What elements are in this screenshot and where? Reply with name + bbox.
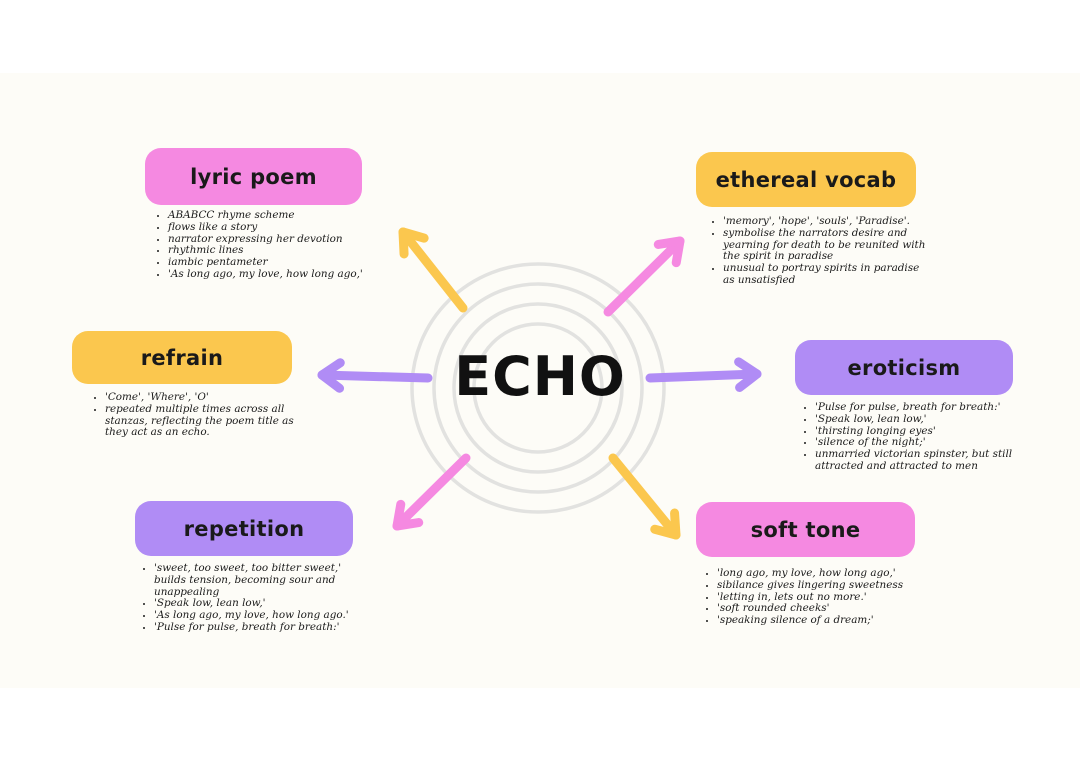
node-notes-refrain: 'Come', 'Where', 'O'repeated multiple ti… [89,391,310,439]
node-notes-repetition: 'sweet, too sweet, too bitter sweet,' bu… [138,562,369,634]
note-item: narrator expressing her devotion [168,233,398,246]
connector-arrow [603,236,685,317]
node-title: lyric poem [190,164,317,189]
node-repetition: repetition [135,501,353,556]
note-item: 'Pulse for pulse, breath for breath:' [815,401,1031,414]
node-title: eroticism [847,355,961,380]
node-title: repetition [183,516,305,541]
note-item: unmarried victorian spinster, but still … [815,448,1031,473]
note-item: iambic pentameter [168,256,398,269]
node-notes-ethereal-vocab: 'memory', 'hope', 'souls', 'Paradise'.sy… [707,215,928,287]
echo-ring [472,322,604,454]
note-item: 'soft rounded cheeks' [717,603,932,615]
note-item: rhythmic lines [168,245,398,257]
node-title: ethereal vocab [715,167,897,192]
connector-arrow [392,453,471,531]
node-refrain: refrain [72,331,292,384]
note-item: 'thirsting longing eyes' [815,425,1031,438]
note-item: 'speaking silence of a dream;' [717,614,932,627]
node-eroticism: eroticism [795,340,1013,395]
echo-ring [432,282,644,494]
echo-ring [410,262,666,514]
connector-arrow [608,453,681,540]
node-ethereal-vocab: ethereal vocab [696,152,916,207]
connector-arrow [645,357,762,392]
node-title: soft tone [750,517,861,542]
note-item: 'long ago, my love, how long ago,' [717,567,932,580]
connector-arrow [398,227,468,313]
note-item: 'As long ago, my love, how long ago.' [154,609,369,622]
node-notes-lyric-poem: ABABCC rhyme schemeflows like a storynar… [152,209,398,281]
note-item: repeated multiple times across all stanz… [105,403,310,439]
note-item: 'Speak low, lean low,' [154,598,369,610]
echo-ring [452,302,624,474]
echo-rings [410,262,666,514]
note-item: ABABCC rhyme scheme [168,209,398,222]
connector-arrows [317,227,762,540]
note-item: 'Come', 'Where', 'O' [105,391,310,404]
node-soft-tone: soft tone [696,502,915,557]
note-item: 'silence of the night;' [815,437,1031,449]
node-lyric-poem: lyric poem [145,148,362,205]
note-item: sibilance gives lingering sweetness [717,579,932,592]
note-item: flows like a story [168,221,398,234]
central-title: ECHO [454,344,626,408]
node-notes-soft-tone: 'long ago, my love, how long ago,'sibila… [701,567,932,627]
note-item: 'Speak low, lean low,' [815,413,1031,426]
note-item: 'memory', 'hope', 'souls', 'Paradise'. [723,215,928,228]
note-item: 'As long ago, my love, how long ago,' [168,268,398,281]
connector-arrow [317,358,433,393]
node-title: refrain [140,345,224,370]
note-item: 'Pulse for pulse, breath for breath:' [154,621,369,634]
node-notes-eroticism: 'Pulse for pulse, breath for breath:''Sp… [799,401,1031,473]
note-item: unusual to portray spirits in paradise a… [723,262,928,287]
note-item: 'letting in, lets out no more.' [717,591,932,604]
note-item: symbolise the narrators desire and yearn… [723,227,928,263]
note-item: 'sweet, too sweet, too bitter sweet,' bu… [154,562,369,598]
